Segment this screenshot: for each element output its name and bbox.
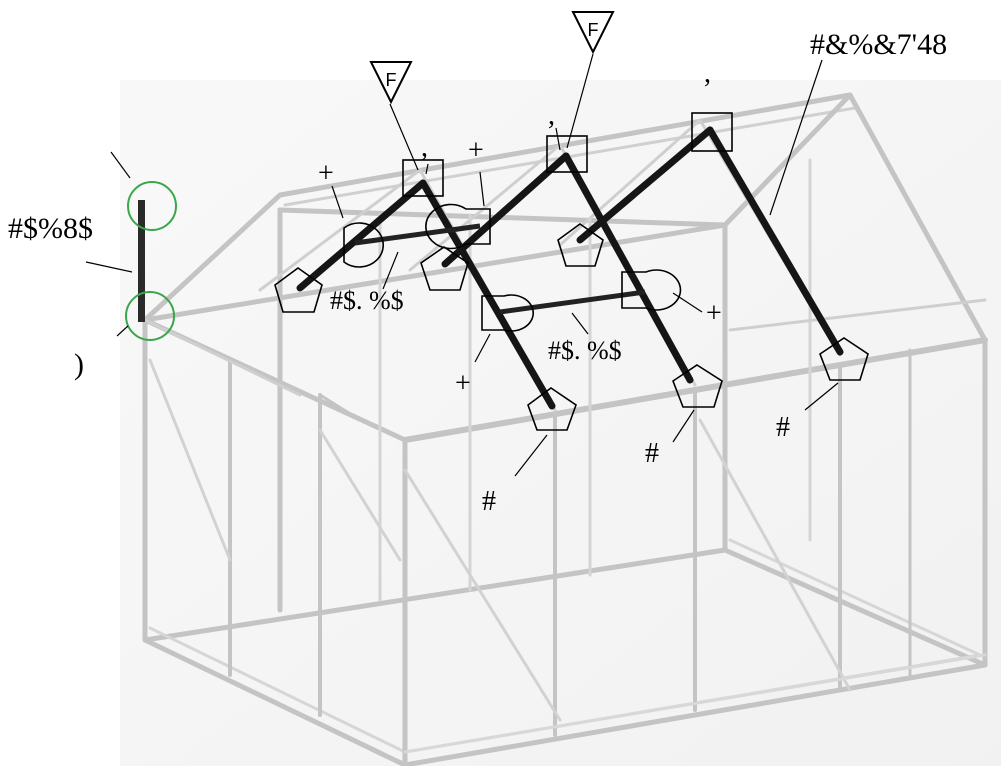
label-comma-3: ,	[704, 58, 711, 89]
clip-2	[425, 203, 491, 250]
clip-1	[343, 222, 384, 268]
apex-squares	[402, 112, 733, 197]
apex-square-3	[691, 112, 733, 152]
warning-flag-icons: F F	[369, 11, 615, 105]
pentagon-6	[819, 337, 869, 381]
label-plus-2: +	[468, 135, 484, 166]
pentagon-3	[557, 223, 604, 267]
beam-2-right	[562, 152, 694, 384]
label-hash-2: #	[645, 438, 659, 469]
clip-4	[621, 269, 682, 311]
label-plus-3: +	[706, 298, 722, 329]
label-gable-bracket: #$%8$	[8, 212, 93, 245]
label-paren: )	[74, 348, 84, 381]
warning-flag-icon: F	[369, 61, 413, 105]
apex-square-2	[546, 135, 588, 173]
cross-bar-lower	[499, 289, 646, 315]
label-cross-bar-2: #$. %$	[548, 336, 622, 365]
clip-3	[481, 294, 535, 332]
greenhouse-frame	[142, 92, 988, 768]
green-circle-top	[127, 181, 177, 231]
label-hash-1: #	[482, 486, 496, 517]
beam-3-right	[706, 126, 844, 356]
gable-bracket	[138, 200, 145, 322]
clip-markers	[343, 203, 682, 332]
cross-bars	[354, 223, 646, 315]
roof-reinforcement-beams	[296, 126, 844, 410]
cross-bar-upper	[354, 223, 481, 246]
pentagon-2	[420, 246, 469, 291]
apex-square-1	[402, 159, 444, 197]
pentagon-4	[527, 387, 577, 431]
label-comma-2: ,	[548, 100, 555, 131]
beam-1-right	[419, 179, 556, 410]
svg-text:F: F	[386, 70, 397, 90]
pentagon-5	[672, 364, 723, 408]
svg-text:F: F	[588, 20, 599, 40]
label-hash-3: #	[776, 412, 790, 443]
label-comma-1: ,	[421, 132, 428, 163]
beam-2-left	[441, 152, 570, 268]
greenhouse-backdrop	[120, 80, 1001, 766]
beam-3-left	[576, 126, 714, 244]
label-reinforcement-kit: #&%&7'48	[810, 28, 948, 61]
label-cross-bar-1: #$. %$	[330, 286, 404, 315]
label-plus-4: +	[455, 368, 471, 399]
pentagon-1	[274, 267, 323, 313]
green-circle-bottom	[125, 291, 175, 341]
beam-1-left	[296, 179, 427, 292]
green-circle-markers	[125, 181, 177, 341]
pentagon-markers	[274, 223, 869, 431]
warning-flag-icon: F	[571, 11, 615, 55]
label-plus-1: +	[318, 158, 334, 189]
leader-lines	[85, 53, 839, 477]
